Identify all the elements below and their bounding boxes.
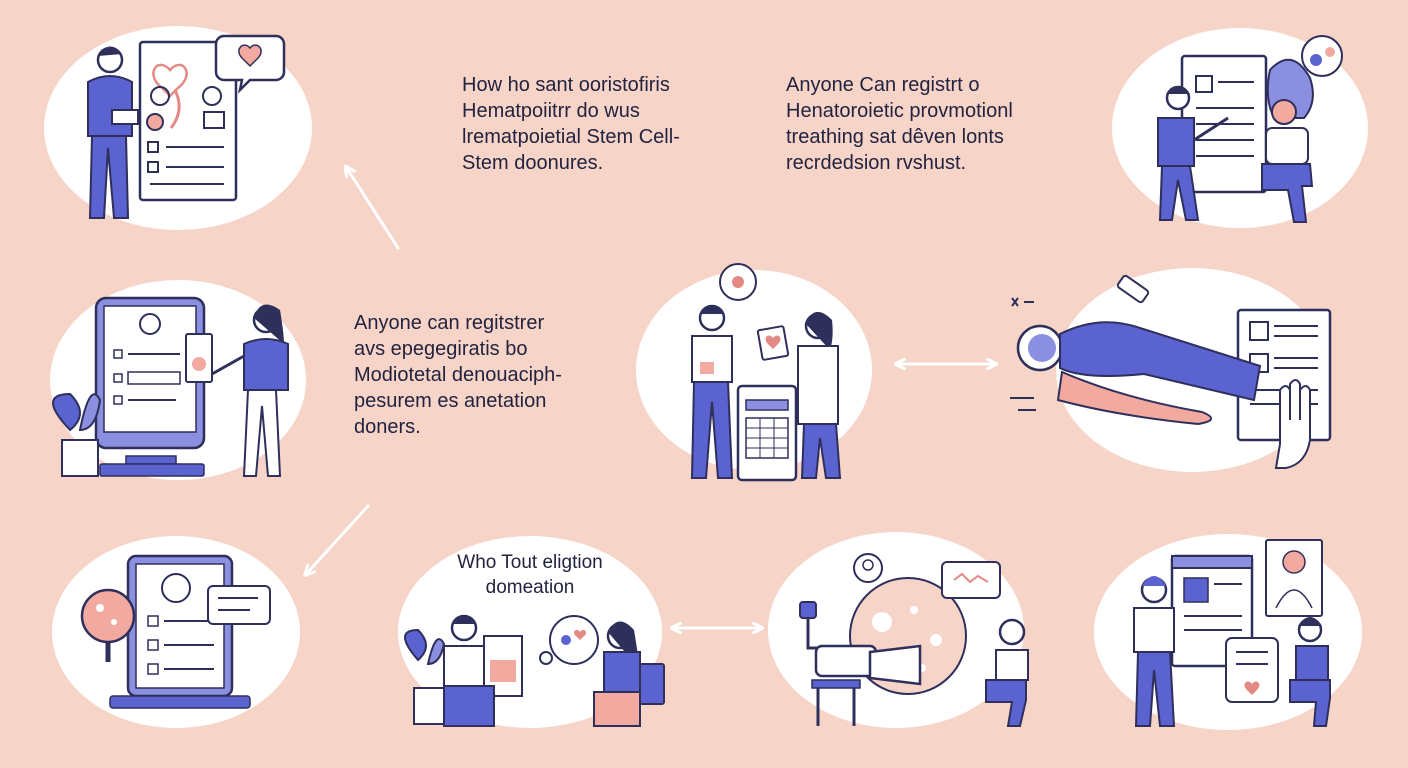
caption-line: How ho sant ooristofiris [462,74,670,96]
standing-man [1133,576,1176,727]
caption-top-right: Anyone Can registrt o Henatoroietic prov… [786,72,1013,176]
doctor-figure [1157,85,1229,221]
doctor-portrait [1265,539,1323,617]
speech-bubble-icon [941,561,1001,599]
magnifier-cells-icon [80,588,136,662]
patient-figure [1261,58,1314,223]
person-with-card [185,304,289,477]
caption-line: lrematpoietial Stem Cell- [462,126,680,148]
panel-center [636,263,872,482]
heart-card-icon [756,325,790,361]
arrow-up-icon [348,170,400,250]
caption-top-center: How ho sant ooristofiris Hematpoiitrr do… [462,72,680,176]
blood-cell-icon [719,263,757,301]
caption-line: Henatoroietic provmotionl [786,100,1013,122]
caption-line: doners. [354,416,421,438]
microscope-machine [799,601,922,726]
checklist [147,141,224,185]
monitor-icon [94,296,206,477]
panel-middle-left [50,280,306,480]
speech-bubble-heart-icon [1225,637,1279,703]
seated-person [985,618,1029,727]
panel-bottom-right [1094,534,1362,730]
tablet-checklist [109,554,251,709]
sparkle-icon [1010,297,1036,411]
caption-middle-left: Anyone can regitstrer avs epegegiratis b… [354,310,562,440]
panel-bottom-left [52,536,300,728]
vial-icon [1116,274,1150,304]
panel-right-middle [1010,268,1332,472]
doctor-person [797,311,842,479]
arrow-down-left-icon [308,504,370,572]
seated-woman [593,621,665,727]
panel-top-left [44,26,312,230]
plant-icon [52,392,102,477]
caption-line: Modiotetal denouaciph- [354,364,562,386]
panel-bottom-center [398,536,665,728]
avatar-icon [853,553,883,583]
caption-bottom-center: Who Tout eligtion domeation [440,550,620,600]
caption-line: avs epegegiratis bo [354,338,528,360]
caption-line: Stem doonures. [462,152,604,174]
seated-man [1289,617,1331,727]
machine [736,384,798,482]
caption-line: pesurem es anetation [354,390,547,412]
caption-line: recrdedsion rvshust. [786,152,967,174]
panel-top-right [1112,28,1368,228]
reclining-patient [1016,321,1262,426]
hand-icon [1274,379,1311,469]
speech-bubble-heart-icon [214,34,286,94]
caption-line: domeation [485,577,575,598]
blood-cell-bubble-icon [1301,35,1343,77]
thought-bubble-icon [539,615,599,665]
person-with-tablet [87,46,139,219]
panel-bottom-center-right [768,532,1029,728]
person-with-clipboard [443,614,523,727]
caption-line: Hematpoiitrr do wus [462,100,640,122]
caption-line: treathing sat dêven lonts [786,126,1004,148]
caption-line: Anyone can regitstrer [354,312,545,334]
plant-icon [404,628,446,725]
donor-person [690,304,734,479]
speech-bubble-icon [207,585,271,625]
caption-line: Who Tout eligtion [457,552,603,573]
caption-line: Anyone Can registrt o [786,74,980,96]
